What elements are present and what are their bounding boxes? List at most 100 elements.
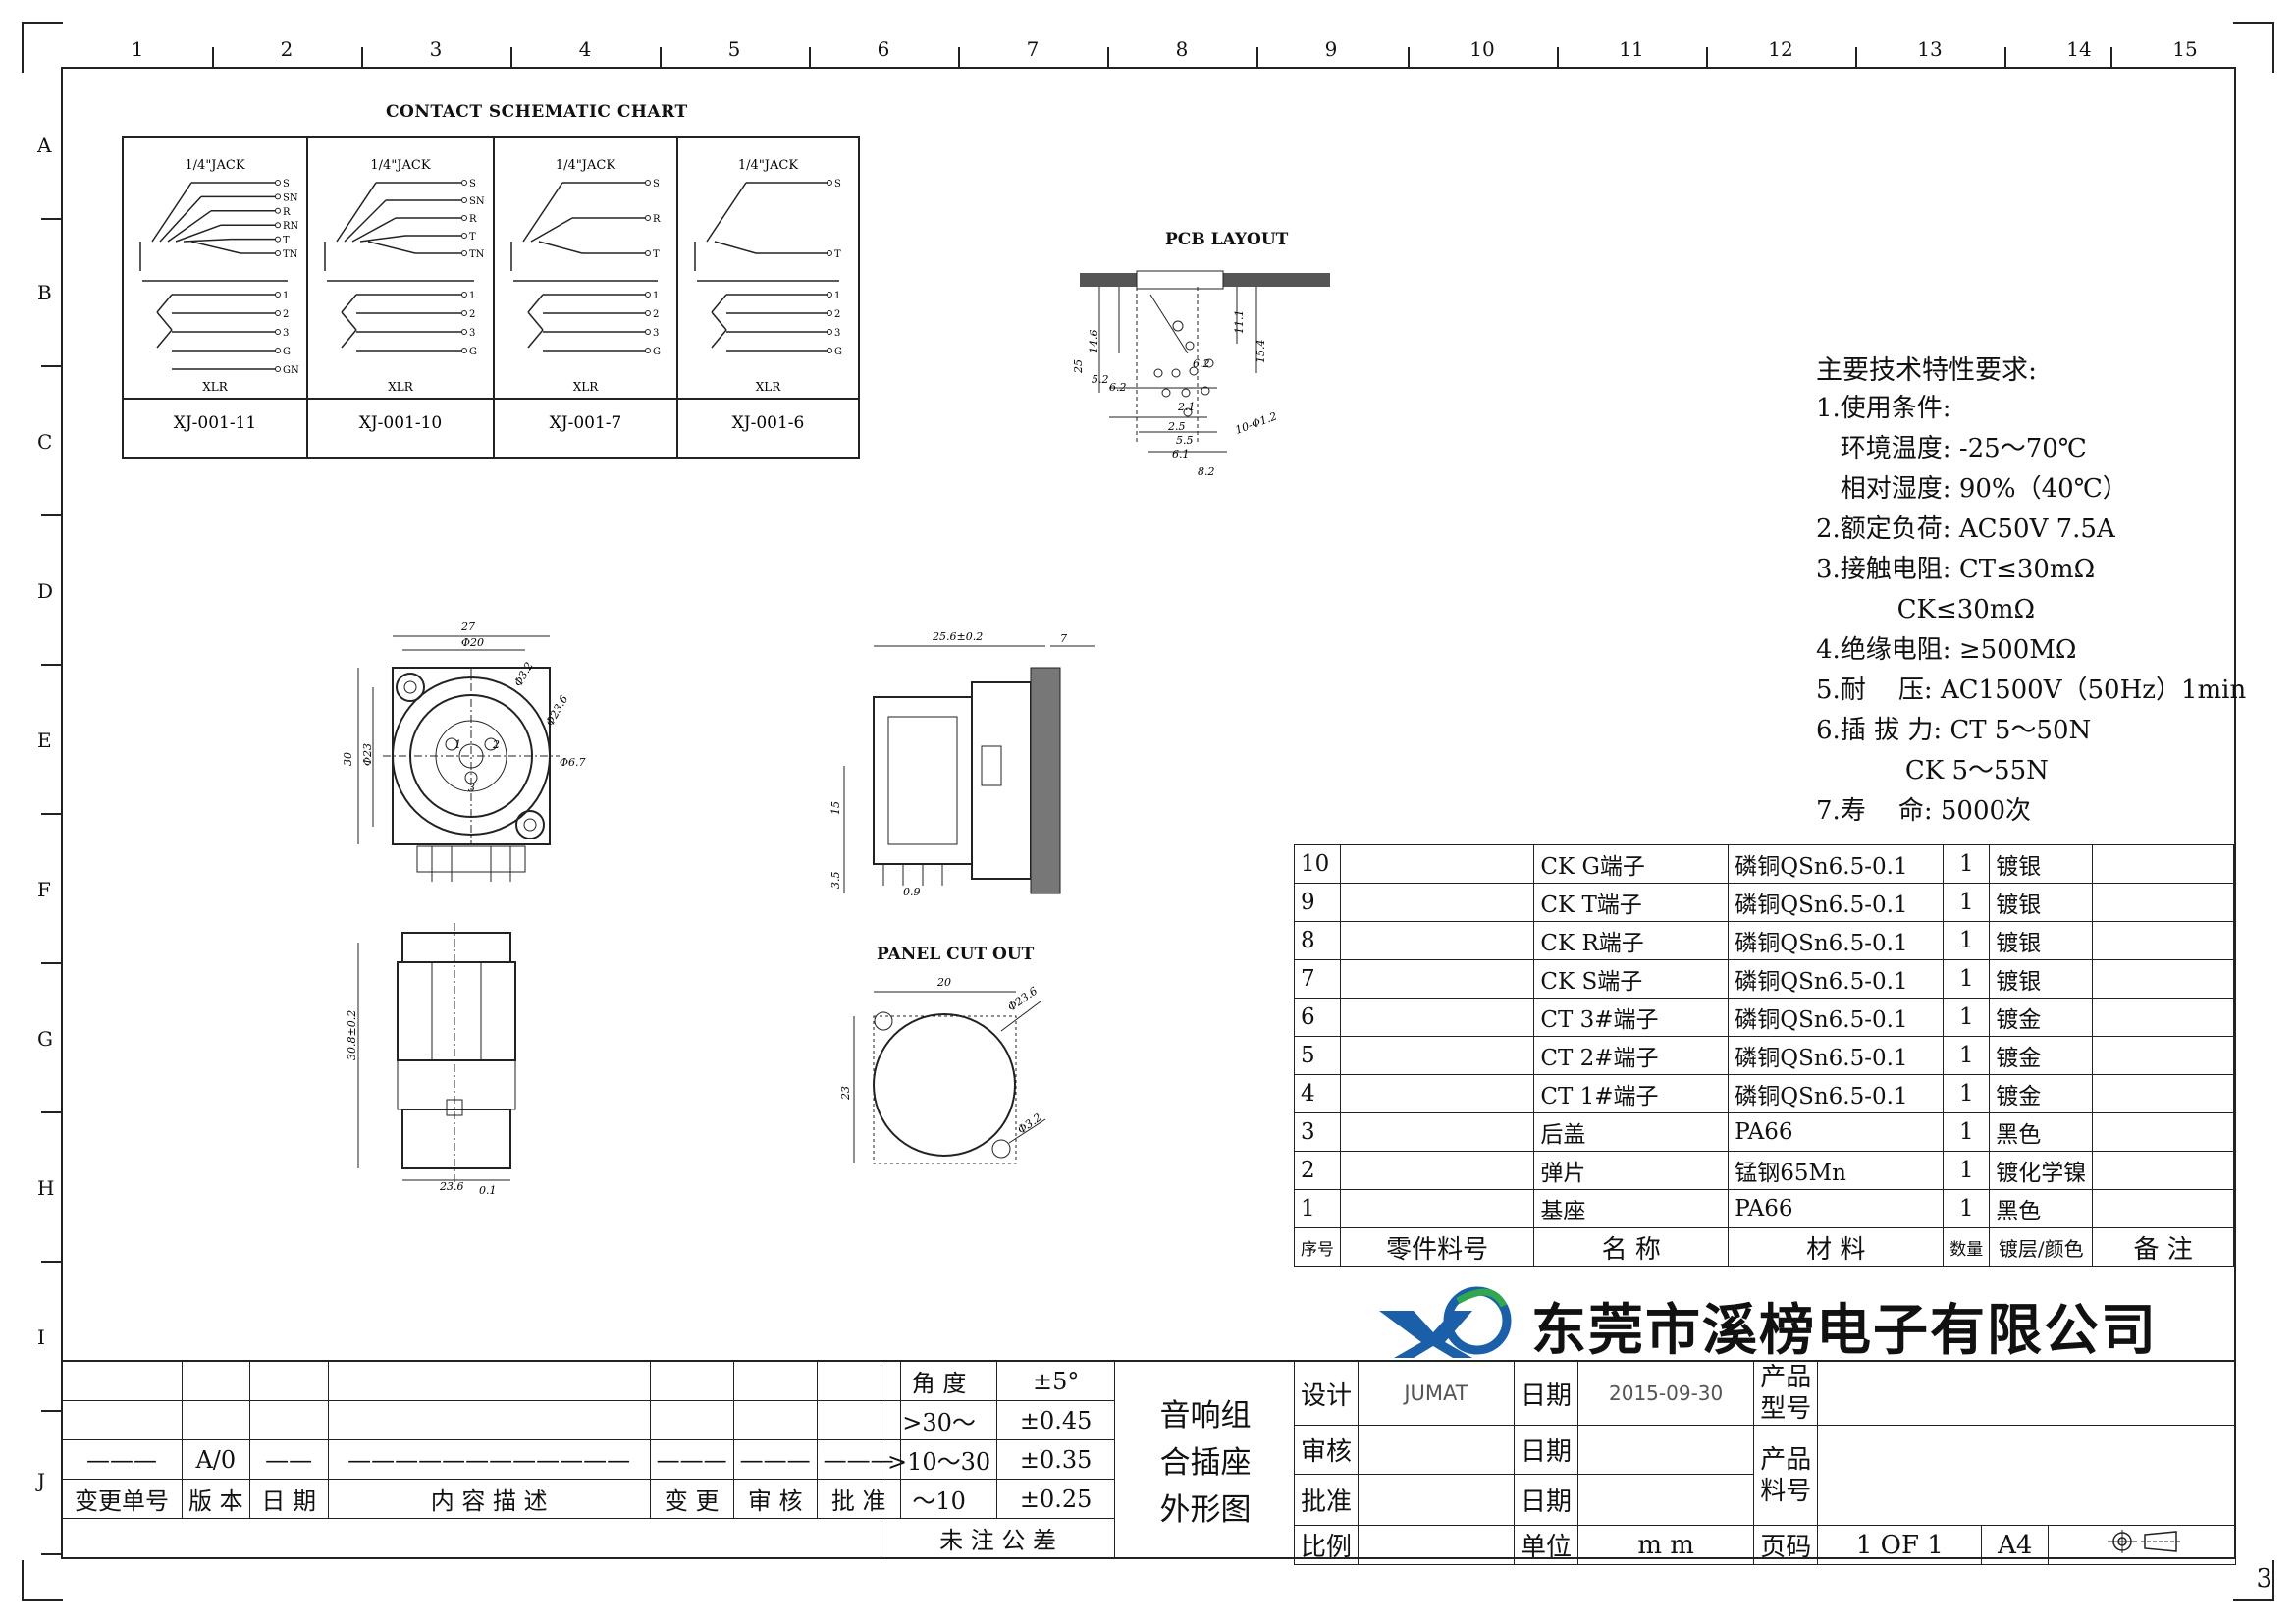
- tech-line: 3.接触电阻: CT≤30mΩ: [1816, 555, 2096, 584]
- xlr-terminal: [827, 292, 832, 298]
- schematic-line: [156, 329, 173, 349]
- bom-cell-qty: 1: [1943, 844, 1991, 884]
- column-number: 12: [1768, 37, 1793, 61]
- bom-cell-name: CT 3#端子: [1533, 998, 1730, 1037]
- approve-label: 批准: [1293, 1474, 1360, 1526]
- pin-terminal: [461, 250, 467, 256]
- bom-cell-note: [2092, 1112, 2234, 1152]
- xlr-terminal: [645, 310, 651, 316]
- tech-line: 环境温度: -25～70℃: [1816, 434, 2087, 463]
- column-number: 5: [727, 37, 741, 61]
- xlr-terminal: [461, 310, 467, 316]
- tolerance-label: >30～: [880, 1400, 998, 1440]
- tolerance-footer: 未 注 公 差: [880, 1518, 1116, 1558]
- bom-cell-note: [2092, 959, 2234, 999]
- xlr-pin-label: 2: [469, 309, 475, 320]
- pin-label: T: [283, 236, 290, 246]
- schematic-line: [527, 311, 544, 331]
- bom-cell-code: [1339, 959, 1535, 999]
- dimension-label: Φ6.7: [560, 756, 586, 769]
- product-title-line: 合插座: [1159, 1445, 1252, 1481]
- xlr-pin-label: 3: [283, 328, 289, 339]
- bom-cell-name: CT 1#端子: [1533, 1074, 1730, 1113]
- dimension-label: 30: [342, 752, 354, 766]
- rev-cell: [732, 1400, 818, 1440]
- column-number: 4: [578, 37, 592, 61]
- rev-change: ———: [649, 1439, 734, 1480]
- pcb-title: PCB LAYOUT: [1165, 230, 1289, 249]
- tolerance-label: ～10: [880, 1479, 998, 1519]
- dimension-label: 23: [839, 1086, 852, 1101]
- xlr-pin-label: G: [653, 347, 661, 357]
- scale-label: 比例: [1293, 1525, 1360, 1565]
- xlr-terminal: [645, 348, 651, 353]
- xlr-terminal: [275, 366, 281, 372]
- tech-line: 7.寿 命: 5000次: [1816, 796, 2032, 826]
- bom-cell-material: 磷铜QSn6.5-0.1: [1728, 921, 1945, 960]
- dimension-label: 6.2: [1193, 357, 1210, 370]
- bom-cell-qty: 1: [1943, 998, 1991, 1037]
- bom-cell-material: 磷铜QSn6.5-0.1: [1728, 844, 1945, 884]
- row-letter: G: [37, 1027, 53, 1051]
- column-number: 2: [280, 37, 294, 61]
- row-letter: H: [37, 1176, 55, 1200]
- dimension-label: 1: [454, 738, 461, 751]
- bom-cell-note: [2092, 1036, 2234, 1075]
- bom-header-qty: 数量: [1943, 1227, 1991, 1267]
- dimension-label: 2.5: [1167, 420, 1186, 433]
- column-tick: [361, 47, 363, 67]
- row-letter: I: [37, 1325, 45, 1349]
- model-label: XJ-001-6: [732, 413, 805, 433]
- dimension-label: 6.2: [1109, 381, 1127, 394]
- tech-line: CK≤30mΩ: [1816, 595, 2036, 624]
- rev-cell: [732, 1361, 818, 1401]
- bom-cell-note: [2092, 1151, 2234, 1190]
- dimension-label: 2: [492, 738, 500, 751]
- row-tick: [41, 365, 61, 367]
- bom-cell-note: [2092, 921, 2234, 960]
- tech-line: 1.使用条件:: [1816, 394, 1951, 423]
- tech-line: 相对湿度: 90%（40℃）: [1816, 474, 2128, 504]
- dimension-label: 0.9: [903, 886, 921, 898]
- pin-label: SN: [283, 192, 298, 203]
- title-block: 设计 JUMAT 日期 2015-09-30 产品型号 审核 日期 产品料号 批…: [1293, 1361, 2236, 1565]
- pin-terminal: [827, 180, 832, 186]
- revision-table: ——— A/0 —— ———————————— ——— ——— ——— 变更单号…: [61, 1361, 901, 1519]
- unit-label: 单位: [1513, 1525, 1578, 1565]
- row-letter: B: [37, 281, 52, 304]
- schematic-line: [351, 217, 397, 243]
- jack-label: 1/4"JACK: [738, 158, 798, 173]
- tech-heading: 主要技术特性要求:: [1816, 355, 2038, 386]
- column-tick: [2110, 47, 2112, 67]
- column-tick: [1855, 47, 1857, 67]
- approve-value: [1358, 1474, 1515, 1526]
- jack-label: 1/4"JACK: [370, 158, 430, 173]
- xlr-pin-label: 2: [653, 309, 659, 320]
- dimension-label: 2.1: [1177, 401, 1196, 413]
- check-date-label: 日期: [1513, 1425, 1578, 1475]
- rev-header: 变更单号: [61, 1479, 183, 1519]
- bom-cell-qty: 1: [1943, 1112, 1991, 1152]
- xlr-pin-label: 3: [653, 328, 659, 339]
- bom-cell-no: 4: [1294, 1074, 1341, 1113]
- pin-label: S: [283, 179, 290, 189]
- pin-terminal: [275, 250, 281, 256]
- dimension-label: Φ3.2: [511, 660, 536, 688]
- bom-cell-qty: 1: [1943, 1151, 1991, 1190]
- bom-cell-material: 磷铜QSn6.5-0.1: [1728, 1036, 1945, 1075]
- bom-header-row: 序号零件料号名 称材 料数量镀层/颜色备 注: [1294, 1227, 2234, 1267]
- bom-cell-finish: 镀金: [1989, 998, 2094, 1037]
- bom-cell-code: [1339, 921, 1535, 960]
- rev-cell: [182, 1361, 250, 1401]
- corner-mark-br: [2233, 1560, 2274, 1601]
- page-label: 页码: [1753, 1525, 1819, 1565]
- column-tick: [1706, 47, 1708, 67]
- xlr-terminal: [827, 329, 832, 335]
- xlr-terminal: [275, 329, 281, 335]
- rev-header: 审 核: [732, 1479, 818, 1519]
- schematic-line: [190, 241, 241, 254]
- model-label: XJ-001-11: [174, 413, 257, 433]
